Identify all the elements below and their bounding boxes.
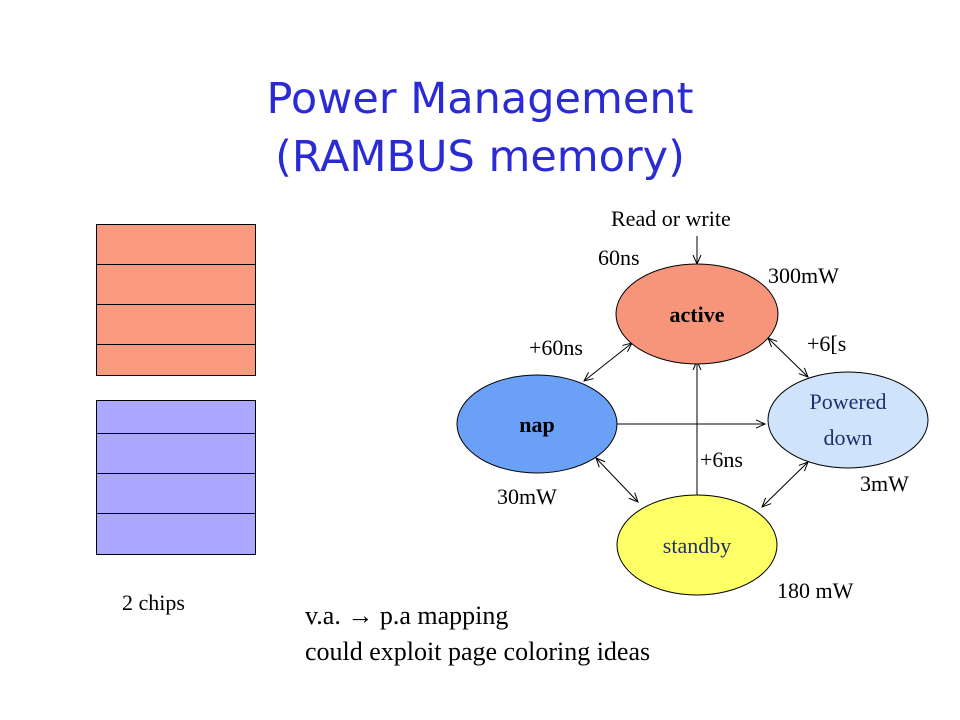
state-standby: standby (616, 494, 778, 596)
chip-bottom-row (97, 401, 255, 434)
caption-line-2: could exploit page coloring ideas (305, 637, 651, 666)
chip-top-row (97, 225, 255, 265)
caption: v.a. → p.a mapping could exploit page co… (305, 598, 650, 670)
active-power-label: 300mW (768, 263, 839, 288)
chip-bottom (96, 400, 256, 555)
state-powered-label-2: down (824, 425, 873, 450)
powered-active-latency-label: +6[s (807, 331, 847, 356)
standby-power-label: 180 mW (777, 578, 854, 603)
state-nap: nap (456, 374, 618, 474)
state-standby-label: standby (663, 533, 731, 558)
nap-standby-arrow (596, 458, 638, 502)
title-line-1: Power Management (266, 74, 694, 124)
state-powered-down: Powered down (767, 371, 929, 469)
state-active: active (615, 263, 779, 365)
slide-title: Power Management (RAMBUS memory) (0, 70, 960, 186)
state-nap-label: nap (519, 412, 554, 437)
title-line-2: (RAMBUS memory) (275, 132, 685, 182)
nap-active-latency-label: +60ns (529, 335, 583, 360)
chip-top-row (97, 305, 255, 345)
caption-line-1: v.a. → p.a mapping (305, 601, 509, 630)
nap-power-label: 30mW (497, 484, 557, 509)
standby-powered-arrow (762, 462, 808, 507)
state-powered-label-1: Powered (810, 389, 887, 414)
active-latency-label: 60ns (598, 245, 640, 270)
chip-top (96, 224, 256, 376)
active-powered-arrow (768, 338, 808, 377)
standby-active-latency-label: +6ns (700, 447, 743, 472)
powered-power-label: 3mW (860, 471, 909, 496)
nap-active-arrow (584, 343, 632, 381)
chips-label: 2 chips (122, 590, 185, 615)
chip-bottom-row (97, 474, 255, 514)
chip-top-row (97, 265, 255, 305)
state-active-label: active (670, 302, 725, 327)
read-or-write-label: Read or write (611, 206, 731, 231)
chip-bottom-row (97, 434, 255, 474)
